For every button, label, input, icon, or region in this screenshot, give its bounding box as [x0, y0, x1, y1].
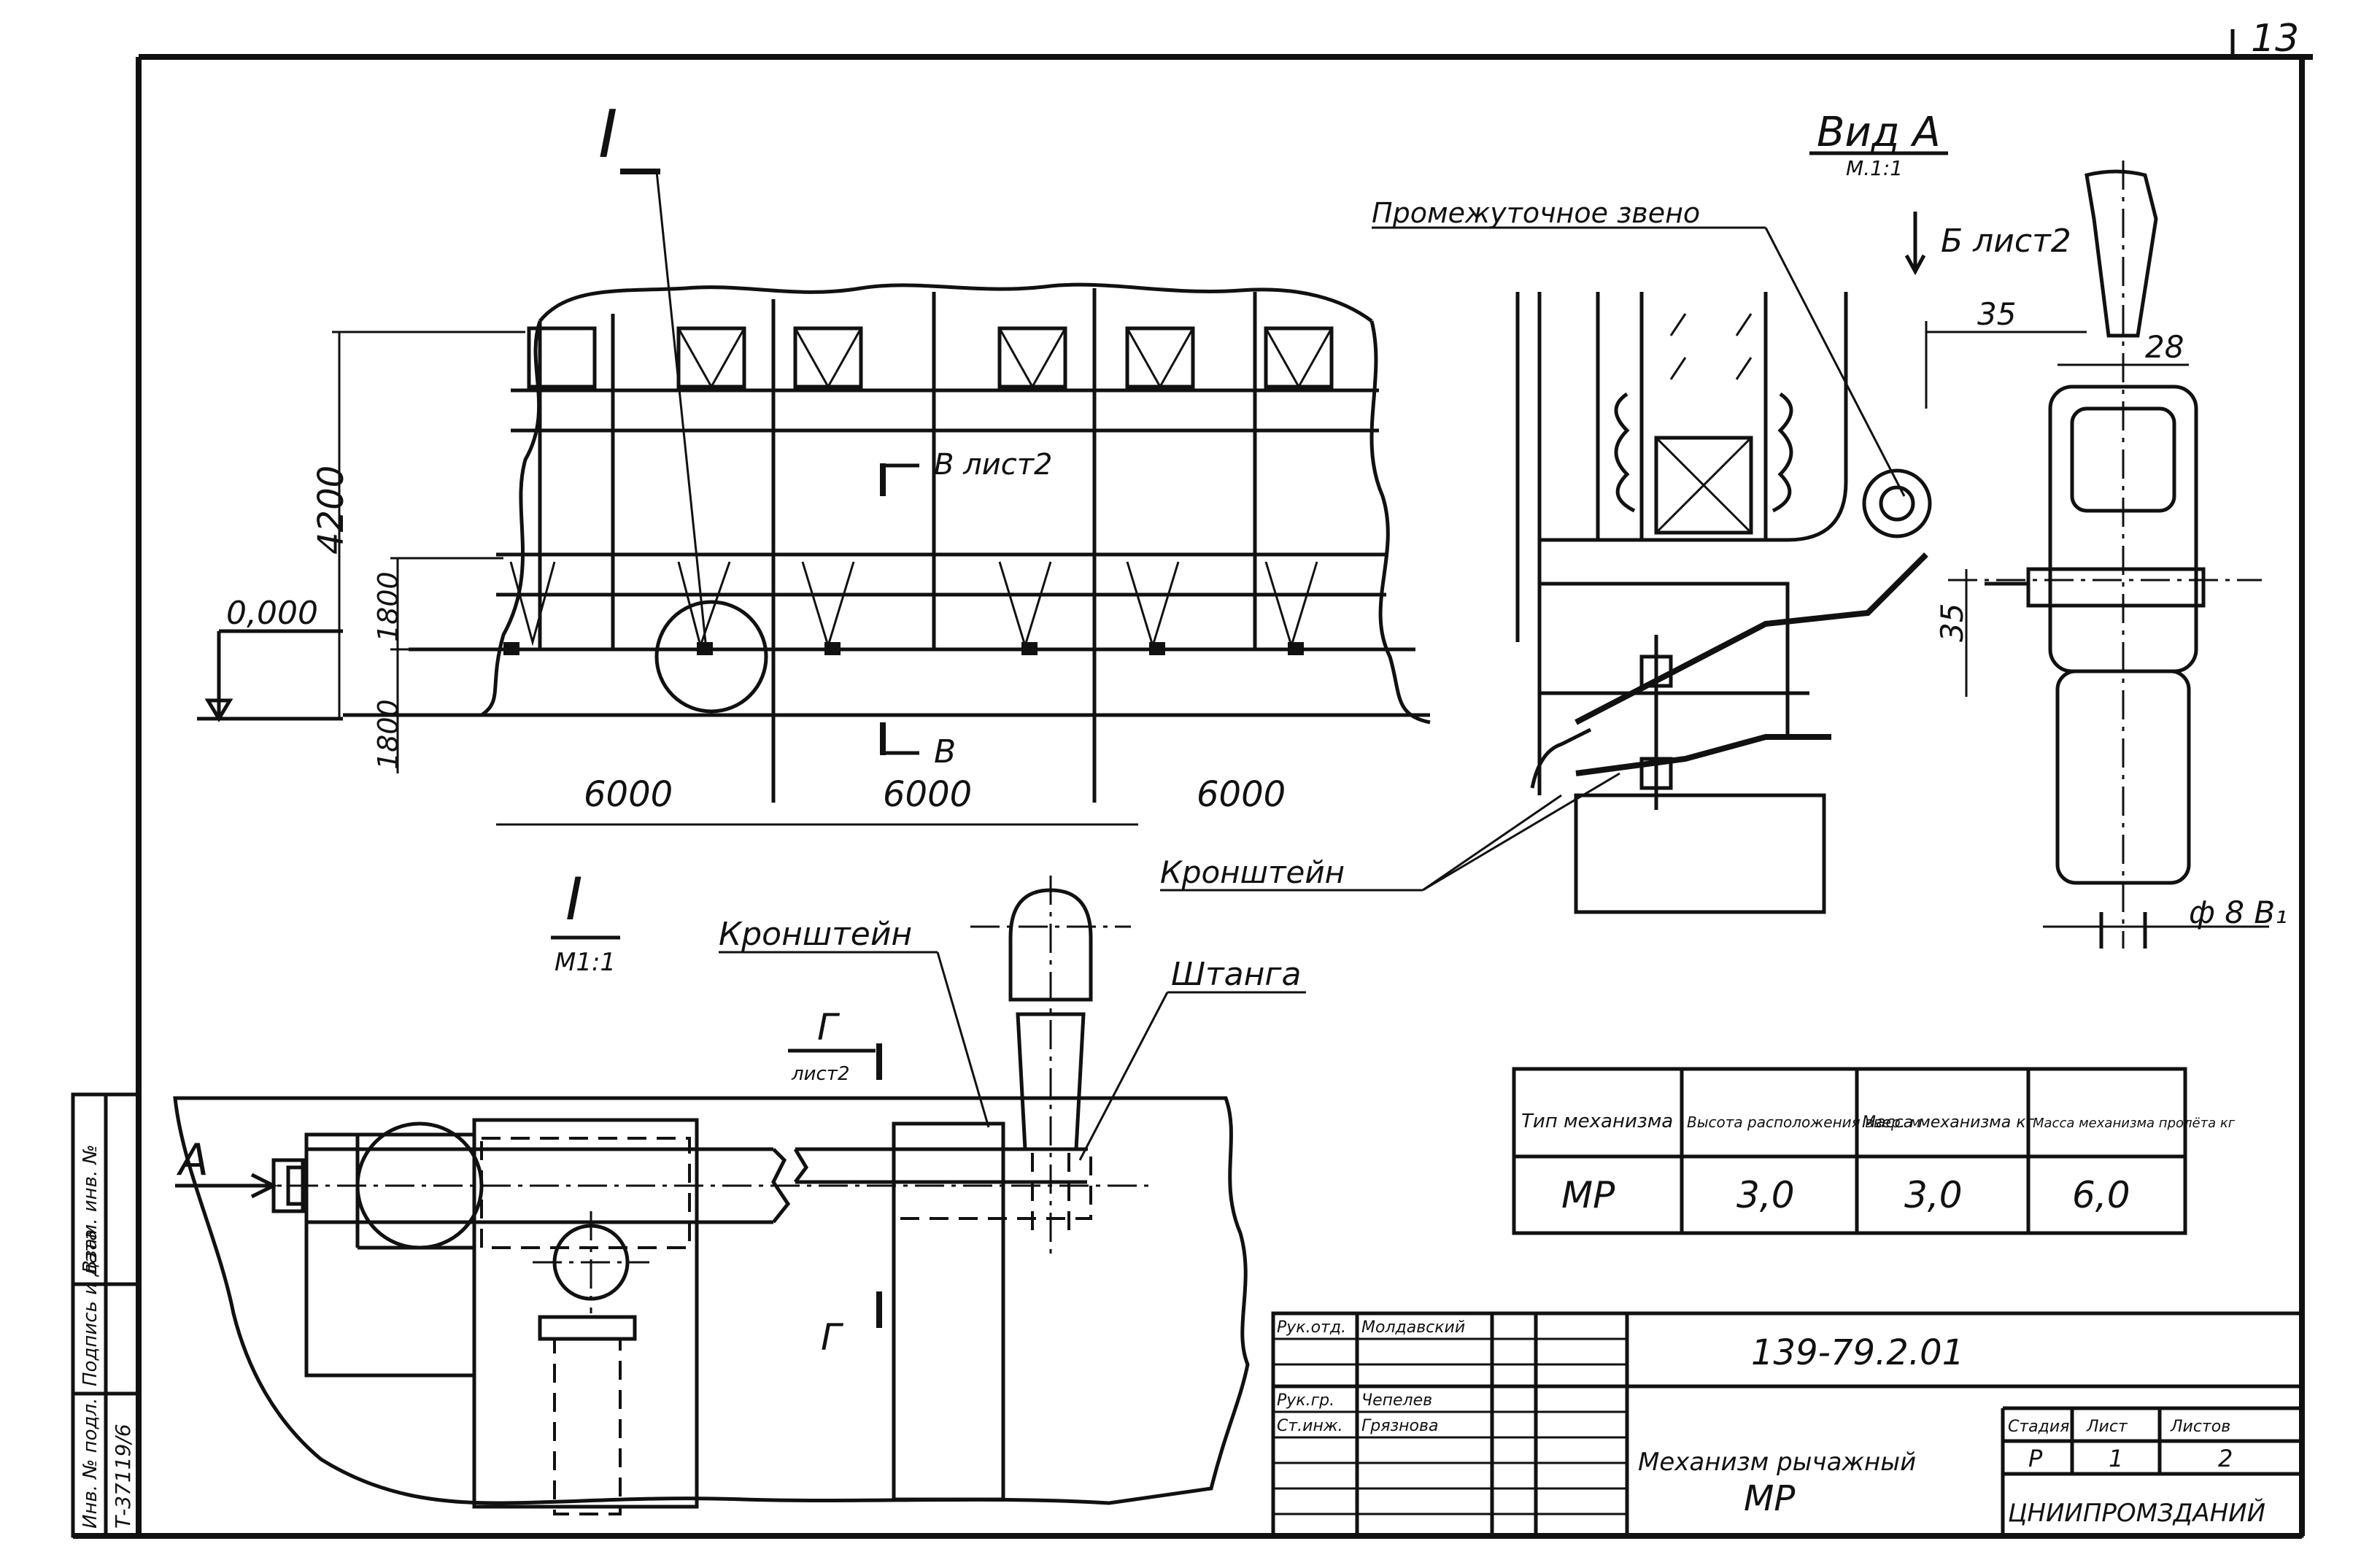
dim-window-height: 1800	[372, 571, 404, 642]
dim-total-height: 4200	[311, 466, 352, 555]
dim-vertical: 35	[1934, 603, 1970, 642]
spec-table: Тип механизма Высота расположения ввер. …	[1512, 1067, 2236, 1235]
spec-header-mass-span: Масса механизма пролёта кг	[2033, 1116, 2236, 1131]
drawing-title-2: МР	[1744, 1478, 1795, 1519]
view-arrow-a: А	[176, 1135, 209, 1186]
spec-cell-type: МР	[1561, 1174, 1615, 1216]
cut-mark-b-top: В лист2	[934, 448, 1052, 482]
detail-i-scale: М1:1	[555, 948, 616, 977]
title-block: Рук.отд. Молдавский Рук.гр. Чепелев Ст.и…	[1271, 1311, 2304, 1538]
staff-name-3: Грязнова	[1361, 1417, 1438, 1435]
drawing-code: 139-79.2.01	[1751, 1332, 1964, 1373]
drawing-title-1: Механизм рычажный	[1638, 1448, 1916, 1477]
label-bracket-a: Кронштейн	[1160, 854, 1345, 890]
level-mark: 0,000	[226, 595, 318, 632]
upper-openings	[527, 326, 1334, 390]
sheet-value: 1	[2109, 1445, 2123, 1472]
cut-mark-g-ref: лист2	[791, 1063, 850, 1085]
label-link: Промежуточное звено	[1372, 197, 1700, 229]
stage-value: Р	[2028, 1445, 2043, 1472]
staff-name-2: Чепелев	[1361, 1391, 1432, 1410]
sheets-header: Листов	[2170, 1418, 2230, 1436]
cut-mark-b-view: Б лист2	[1941, 223, 2071, 260]
view-a: Вид А М.1:1 Промежуточное звено	[1160, 109, 2287, 949]
spec-cell-mass: 3,0	[1904, 1174, 1963, 1216]
side-stamp: Инв. № подл. Подпись и дата Взам. инв. №…	[71, 1092, 141, 1538]
spec-header-mass: Масса механизма кг	[1862, 1113, 2035, 1132]
sheets-value: 2	[2218, 1445, 2233, 1472]
section-mark-i: I	[598, 96, 618, 173]
facade-posts	[538, 288, 1257, 803]
page-number: 13	[2251, 17, 2299, 61]
detail-i-title: I	[565, 865, 583, 933]
dim-diameter: ф 8 В₁	[2189, 895, 2287, 930]
facade-view: I 0,000 4200 1800 1800 В лист2 В 6000 60…	[197, 96, 1431, 826]
sheet-header: Лист	[2086, 1418, 2128, 1436]
spec-header-height: Высота расположения ввер. м	[1687, 1113, 1920, 1131]
view-a-scale: М.1:1	[1846, 156, 1903, 180]
cut-mark-g-bottom: Г	[821, 1316, 844, 1359]
organization: ЦНИИПРОМЗДАНИЙ	[2008, 1498, 2265, 1528]
detail-circle	[654, 600, 768, 714]
view-a-title: Вид А	[1817, 109, 1941, 156]
bay-dim-1: 6000	[584, 774, 673, 815]
spec-cell-height: 3,0	[1736, 1174, 1795, 1216]
label-rod: Штанга	[1171, 956, 1302, 993]
stamp-col-replace: Взам. инв. №	[80, 1144, 101, 1273]
stage-header: Стадия	[2008, 1418, 2069, 1436]
spec-header-type: Тип механизма	[1521, 1111, 1673, 1132]
stamp-col-sign: Подпись и дата	[80, 1229, 101, 1386]
bay-dim-3: 6000	[1197, 774, 1286, 815]
staff-role-2: Рук.гр.	[1277, 1391, 1334, 1410]
label-bracket-i: Кронштейн	[719, 916, 912, 953]
dim-sill-height: 1800	[372, 699, 404, 770]
bay-dim-2: 6000	[883, 774, 972, 815]
dim-offset: 35	[1977, 296, 2016, 332]
cut-mark-g-top: Г	[817, 1006, 841, 1048]
dim-width: 28	[2145, 329, 2184, 365]
staff-role-1: Рук.отд.	[1277, 1318, 1346, 1337]
spec-cell-mass-span: 6,0	[2072, 1174, 2130, 1216]
staff-role-3: Ст.инж.	[1277, 1417, 1343, 1435]
stamp-doc-no: Т-37119/6	[111, 1424, 135, 1529]
detail-i: I М1:1 А	[173, 865, 1306, 1515]
staff-name-1: Молдавский	[1361, 1318, 1465, 1337]
cut-mark-b-bottom: В	[934, 733, 956, 771]
lower-transoms	[503, 561, 1318, 655]
stamp-col-inv: Инв. № подл.	[80, 1398, 101, 1529]
